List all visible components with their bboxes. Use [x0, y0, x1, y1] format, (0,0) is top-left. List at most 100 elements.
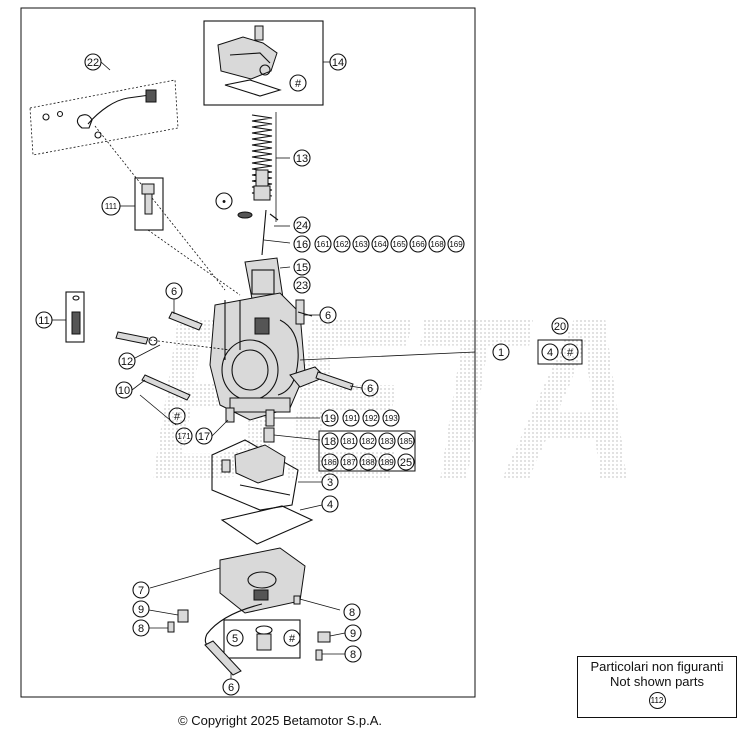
callout-group-18: 18 181 182 183 185 186 187 188 189 25	[318, 430, 416, 472]
group-box-20	[537, 339, 583, 365]
callout-17: 17	[195, 427, 213, 445]
svg-text:9: 9	[350, 628, 356, 640]
svg-text:6: 6	[367, 383, 373, 395]
callout-11: 11	[35, 311, 53, 329]
callout-bullet: •	[215, 192, 233, 210]
svg-text:165: 165	[392, 240, 406, 249]
svg-text:171: 171	[177, 432, 191, 441]
screw-11	[65, 291, 85, 343]
svg-text:189: 189	[380, 458, 394, 467]
carburetor-body	[209, 292, 476, 421]
cap-assembly-14	[203, 20, 330, 106]
svg-text:18: 18	[324, 436, 336, 448]
svg-text:161: 161	[316, 240, 330, 249]
diagram-frame	[20, 7, 476, 698]
svg-text:111: 111	[105, 202, 118, 211]
svg-text:20: 20	[554, 321, 566, 333]
callout-7: 7	[132, 581, 150, 599]
svg-text:186: 186	[323, 458, 337, 467]
callout-12: 12	[118, 352, 136, 370]
not-shown-part-callout: 112	[648, 692, 666, 709]
svg-text:6: 6	[171, 286, 177, 298]
svg-text:9: 9	[138, 604, 144, 616]
callout-19-sub: 191 192 193	[342, 409, 400, 427]
jets-18-19	[263, 409, 321, 443]
callout-14: 14	[329, 53, 347, 71]
drain-hose-6	[167, 595, 331, 676]
svg-text:4: 4	[327, 499, 333, 511]
float-bowl-7	[149, 547, 341, 614]
svg-text:191: 191	[344, 414, 358, 423]
callout-13: 13	[293, 149, 311, 167]
svg-text:10: 10	[118, 385, 130, 397]
svg-text:23: 23	[296, 280, 308, 292]
svg-text:5: 5	[232, 633, 238, 645]
throttle-spring-13	[237, 112, 290, 222]
svg-text:24: 24	[296, 220, 308, 232]
callout-3: 3	[321, 473, 339, 491]
callout-10-hash: #	[168, 407, 186, 425]
callout-1: 1	[492, 343, 510, 361]
svg-text:1: 1	[498, 347, 504, 359]
svg-text:164: 164	[373, 240, 387, 249]
svg-text:13: 13	[296, 153, 308, 165]
svg-text:162: 162	[335, 240, 349, 249]
callout-19: 19	[321, 409, 339, 427]
svg-text:192: 192	[364, 414, 378, 423]
jet-needle-16	[261, 209, 291, 256]
callout-16-sub: 161 162 163 164 165 166 168 169	[314, 235, 465, 253]
svg-text:182: 182	[361, 437, 375, 446]
not-shown-label-it: Particolari non figuranti	[590, 659, 724, 674]
not-shown-label-en: Not shown parts	[610, 674, 704, 689]
callout-9-b: 9	[344, 624, 362, 642]
svg-text:#: #	[289, 633, 296, 645]
svg-text:181: 181	[342, 437, 356, 446]
svg-text:16: 16	[296, 239, 308, 251]
not-shown-parts-box: Particolari non figuranti Not shown part…	[577, 656, 737, 718]
callout-23: 23	[293, 276, 311, 294]
svg-text:#: #	[174, 411, 181, 423]
leader-lines	[52, 61, 363, 679]
svg-text:8: 8	[350, 649, 356, 661]
float-bowl-gasket-4	[220, 504, 323, 545]
svg-text:14: 14	[332, 57, 344, 69]
callout-6-d: 6	[222, 678, 240, 696]
callout-171: 171	[175, 427, 193, 445]
copyright-notice: © Copyright 2025 Betamotor S.p.A.	[178, 713, 382, 728]
callout-22: 22	[84, 53, 102, 71]
svg-text:4: 4	[547, 347, 553, 359]
svg-text:8: 8	[349, 607, 355, 619]
callout-20: 20	[551, 317, 569, 335]
svg-text:169: 169	[449, 240, 463, 249]
callout-14-hash: #	[289, 74, 307, 92]
svg-text:22: 22	[87, 57, 99, 69]
svg-text:168: 168	[430, 240, 444, 249]
callout-4: 4	[321, 495, 339, 513]
svg-text:193: 193	[384, 414, 398, 423]
svg-text:•: •	[222, 196, 226, 208]
callout-20-parts: 4 #	[541, 343, 579, 361]
svg-text:12: 12	[121, 356, 133, 368]
callout-16: 16	[293, 235, 311, 253]
svg-text:17: 17	[198, 431, 210, 443]
callout-5: 5	[226, 629, 244, 647]
callout-15: 15	[293, 258, 311, 276]
svg-text:6: 6	[325, 310, 331, 322]
svg-text:8: 8	[138, 623, 144, 635]
svg-text:25: 25	[400, 457, 412, 469]
callout-8-a: 8	[343, 603, 361, 621]
float-assembly-3	[211, 439, 322, 511]
svg-text:183: 183	[380, 437, 394, 446]
svg-text:166: 166	[411, 240, 425, 249]
svg-text:15: 15	[296, 262, 308, 274]
callout-24: 24	[293, 216, 311, 234]
svg-text:11: 11	[38, 315, 49, 327]
svg-text:19: 19	[324, 413, 336, 425]
svg-text:185: 185	[399, 437, 413, 446]
svg-text:6: 6	[228, 682, 234, 694]
svg-text:#: #	[567, 347, 574, 359]
svg-text:188: 188	[361, 458, 375, 467]
callout-9-a: 9	[132, 600, 150, 618]
callout-8-b: 8	[132, 619, 150, 637]
